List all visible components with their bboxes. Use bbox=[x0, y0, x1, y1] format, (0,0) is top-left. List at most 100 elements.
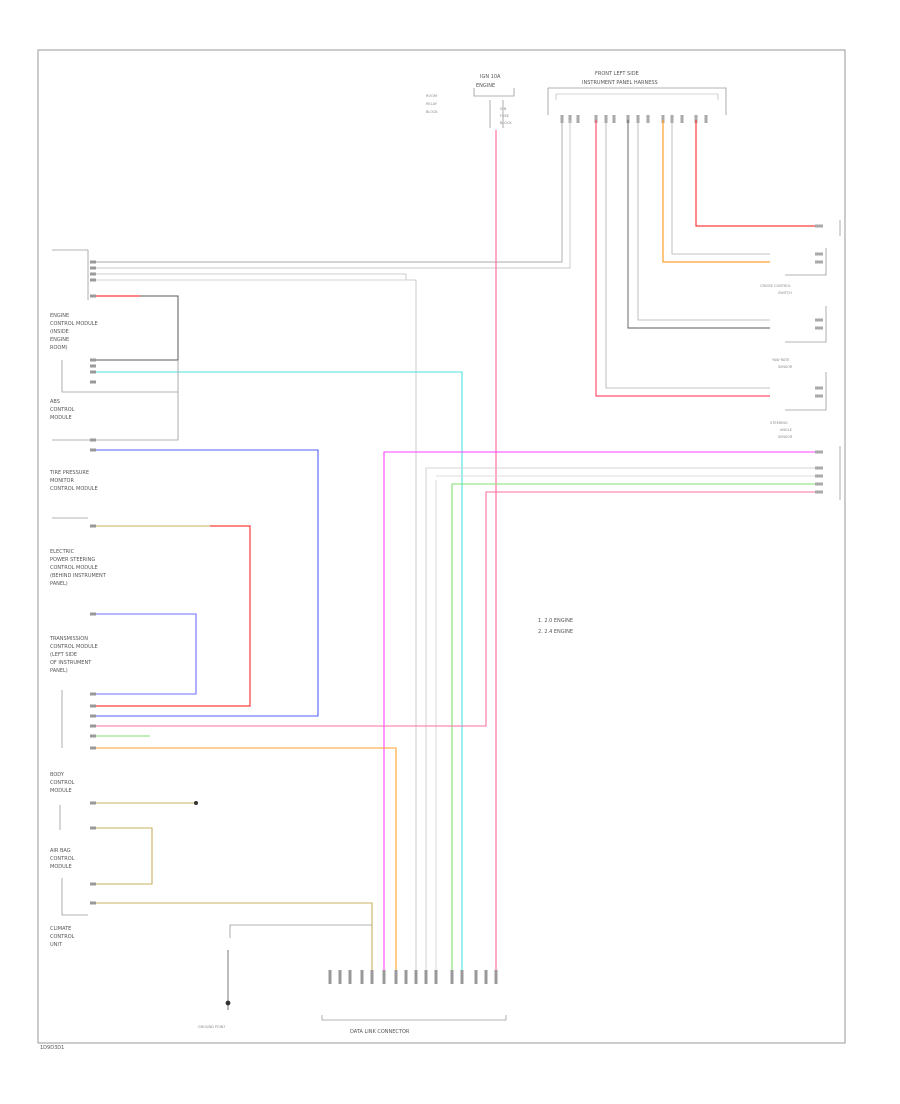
right-component-3-line-2: ANGLE bbox=[780, 428, 792, 432]
dlc-top-bracket bbox=[229, 924, 372, 938]
ground-terminal bbox=[225, 1000, 231, 1006]
fuse-label-line-5: BLOCK bbox=[426, 110, 438, 114]
legend: 1. 2.0 ENGINE 2. 2.4 ENGINE bbox=[538, 618, 573, 635]
left-component-3-line-1: TIRE PRESSURE bbox=[49, 470, 89, 476]
left-bracket-2 bbox=[61, 360, 179, 393]
wire-cyan bbox=[96, 371, 463, 970]
left-brackets bbox=[52, 249, 179, 916]
left-component-4-line-1: ELECTRIC bbox=[50, 549, 75, 555]
fuse-block-label: IGN 10A ENGINE ROOM RELAY BLOCK IGN FUSE… bbox=[426, 74, 512, 125]
dlc-label: DATA LINK CONNECTOR bbox=[350, 1029, 410, 1035]
wire-dark-engine bbox=[96, 295, 179, 361]
left-pin-16 bbox=[90, 714, 96, 718]
right-component-1-line-2: SWITCH bbox=[778, 291, 792, 295]
left-pin-2 bbox=[90, 266, 96, 270]
left-pin-15 bbox=[90, 704, 96, 708]
top-pin-6 bbox=[612, 115, 616, 123]
wire-orange-top bbox=[662, 120, 770, 263]
legend-item-2: 2. 2.4 ENGINE bbox=[538, 629, 573, 635]
footer-code: 1D9D3D1 bbox=[40, 1045, 64, 1051]
wire-gray-top-3 bbox=[637, 120, 770, 321]
left-components: ENGINE CONTROL MODULE (INSIDE ENGINE ROO… bbox=[49, 313, 107, 948]
right-pin-2 bbox=[815, 252, 823, 256]
right-pin-4 bbox=[815, 318, 823, 322]
wire-gray-bus bbox=[425, 467, 815, 970]
bottom-pin-11 bbox=[434, 970, 438, 984]
left-pin-20 bbox=[90, 801, 96, 805]
left-component-2-line-3: MODULE bbox=[50, 415, 72, 421]
left-component-2-line-2: CONTROL bbox=[50, 407, 75, 413]
top-right-title: FRONT LEFT SIDE bbox=[595, 71, 639, 77]
bottom-pin-4 bbox=[360, 970, 364, 984]
left-pin-22 bbox=[90, 882, 96, 886]
bottom-pin-1 bbox=[328, 970, 332, 984]
ground-point: GROUND POINT bbox=[198, 950, 231, 1029]
left-pin-12 bbox=[90, 524, 96, 528]
left-bracket-7 bbox=[61, 878, 88, 916]
wire-gray-1 bbox=[96, 120, 563, 263]
wire-magenta bbox=[383, 451, 815, 970]
left-pin-21 bbox=[90, 826, 96, 830]
bottom-pin-3 bbox=[348, 970, 352, 984]
wire-olive-airbag bbox=[96, 827, 153, 885]
left-component-1-line-5: ROOM) bbox=[50, 345, 68, 351]
left-pin-1 bbox=[90, 260, 96, 264]
left-bracket-1 bbox=[52, 249, 89, 300]
wire-dark-top bbox=[627, 120, 770, 329]
right-pins bbox=[815, 224, 823, 494]
bottom-pins bbox=[328, 970, 498, 984]
top-pin-14 bbox=[704, 115, 708, 123]
bottom-pin-9 bbox=[414, 970, 418, 984]
left-pin-4 bbox=[90, 278, 96, 282]
right-component-3-line-3: SENSOR bbox=[778, 435, 793, 439]
top-pin-5 bbox=[604, 115, 608, 123]
bottom-pin-14 bbox=[474, 970, 478, 984]
bottom-pin-13 bbox=[460, 970, 464, 984]
bottom-pin-6 bbox=[382, 970, 386, 984]
left-component-4-line-4: (BEHIND INSTRUMENT bbox=[50, 573, 107, 579]
top-pin-2 bbox=[568, 115, 572, 123]
right-pin-1 bbox=[815, 224, 823, 228]
top-pin-11 bbox=[670, 115, 674, 123]
diagram-frame bbox=[37, 49, 846, 1044]
bottom-pin-16 bbox=[494, 970, 498, 984]
wire-red-top bbox=[695, 120, 815, 227]
top-pin-1 bbox=[560, 115, 564, 123]
ground-label: GROUND POINT bbox=[198, 1025, 226, 1029]
right-pin-6 bbox=[815, 386, 823, 390]
right-pin-10 bbox=[815, 474, 823, 478]
wire-olive-climate bbox=[96, 902, 373, 970]
wire-red-pink-top bbox=[595, 120, 770, 397]
fuse-bracket bbox=[473, 88, 515, 97]
data-link-connector: DATA LINK CONNECTOR bbox=[229, 924, 507, 1035]
left-component-1-line-2: CONTROL MODULE bbox=[50, 321, 98, 327]
junction-dot bbox=[194, 801, 198, 805]
wire-red-eps bbox=[96, 525, 251, 707]
left-pin-13 bbox=[90, 612, 96, 616]
top-pin-4 bbox=[594, 115, 598, 123]
top-pin-8 bbox=[636, 115, 640, 123]
left-pin-6 bbox=[90, 358, 96, 362]
left-pins bbox=[90, 260, 96, 905]
wire-violet bbox=[96, 613, 197, 695]
left-component-8-line-1: CLIMATE bbox=[50, 926, 71, 932]
wire-blue bbox=[96, 449, 319, 717]
left-component-3-line-3: CONTROL MODULE bbox=[50, 486, 98, 492]
fuse-mid-line-2: FUSE bbox=[500, 114, 509, 118]
wire-gray-3 bbox=[96, 273, 417, 970]
bottom-pin-8 bbox=[404, 970, 408, 984]
bottom-pin-5 bbox=[370, 970, 374, 984]
left-pin-11 bbox=[90, 448, 96, 452]
bottom-pin-7 bbox=[394, 970, 398, 984]
left-component-7-line-3: MODULE bbox=[50, 864, 72, 870]
bottom-pin-2 bbox=[338, 970, 342, 984]
left-component-4-line-3: CONTROL MODULE bbox=[50, 565, 98, 571]
left-component-6-line-1: BODY bbox=[50, 772, 65, 778]
top-right-bracket bbox=[547, 87, 727, 115]
right-pin-3 bbox=[815, 260, 823, 264]
right-component-2-line-1: YAW RATE bbox=[772, 358, 789, 362]
fuse-bracket-inner bbox=[489, 100, 504, 128]
left-component-1-line-4: ENGINE bbox=[50, 337, 69, 343]
